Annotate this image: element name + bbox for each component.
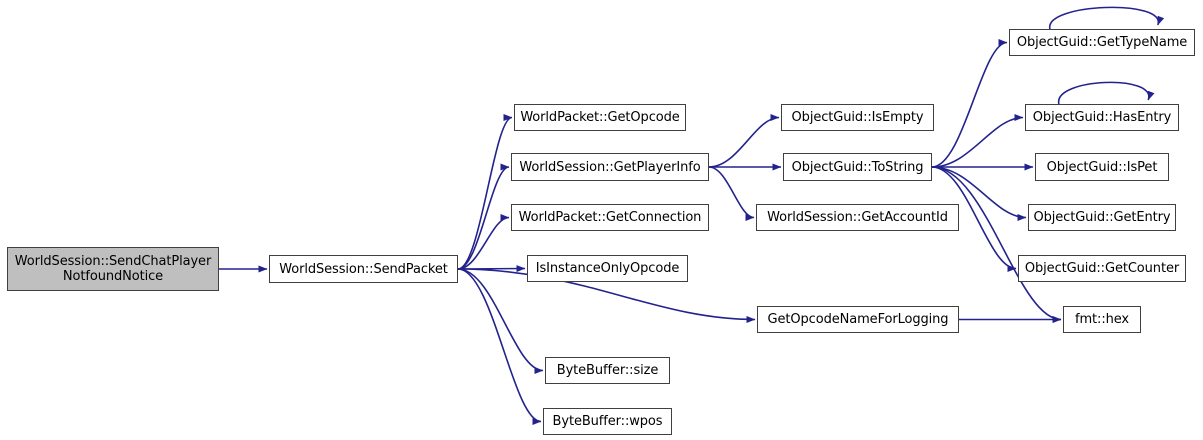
graph-edge	[457, 163, 510, 270]
graph-edge	[708, 166, 755, 221]
graph-edge	[1049, 6, 1165, 30]
graph-edge	[931, 166, 1062, 323]
graph-edge	[457, 268, 542, 425]
graph-edge	[457, 265, 526, 273]
graph-edge	[457, 268, 544, 374]
graph-node[interactable]: ObjectGuid::ToString	[783, 153, 932, 181]
graph-node[interactable]: ObjectGuid::GetTypeName	[1009, 29, 1195, 56]
graph-node[interactable]: IsInstanceOnlyOpcode	[527, 255, 688, 282]
graph-node[interactable]: ObjectGuid::GetCounter	[1018, 255, 1186, 282]
graph-edge	[457, 214, 510, 270]
graph-node[interactable]: WorldSession::GetAccountId	[756, 204, 959, 231]
graph-node[interactable]: ByteBuffer::size	[545, 357, 670, 384]
graph-node[interactable]: ObjectGuid::IsPet	[1035, 153, 1169, 181]
graph-node[interactable]: WorldSession::SendPacket	[269, 255, 458, 283]
graph-edge	[931, 39, 1008, 168]
graph-node[interactable]: WorldSession::GetPlayerInfo	[511, 153, 709, 181]
graph-edge	[457, 114, 513, 270]
graph-node[interactable]: WorldPacket::GetConnection	[511, 204, 709, 231]
graph-edge	[931, 114, 1024, 168]
graph-node[interactable]: WorldPacket::GetOpcode	[514, 104, 686, 131]
graph-node[interactable]: ObjectGuid::IsEmpty	[781, 104, 934, 131]
graph-node[interactable]: ObjectGuid::HasEntry	[1025, 104, 1179, 131]
graph-node[interactable]: WorldSession::SendChatPlayer NotfoundNot…	[7, 247, 219, 291]
graph-edge	[1058, 81, 1155, 105]
graph-node[interactable]: fmt::hex	[1063, 306, 1141, 333]
graph-node[interactable]: ObjectGuid::GetEntry	[1028, 204, 1176, 231]
graph-node[interactable]: GetOpcodeNameForLogging	[757, 306, 959, 333]
graph-edge	[708, 114, 780, 168]
graph-node[interactable]: ByteBuffer::wpos	[543, 408, 672, 435]
